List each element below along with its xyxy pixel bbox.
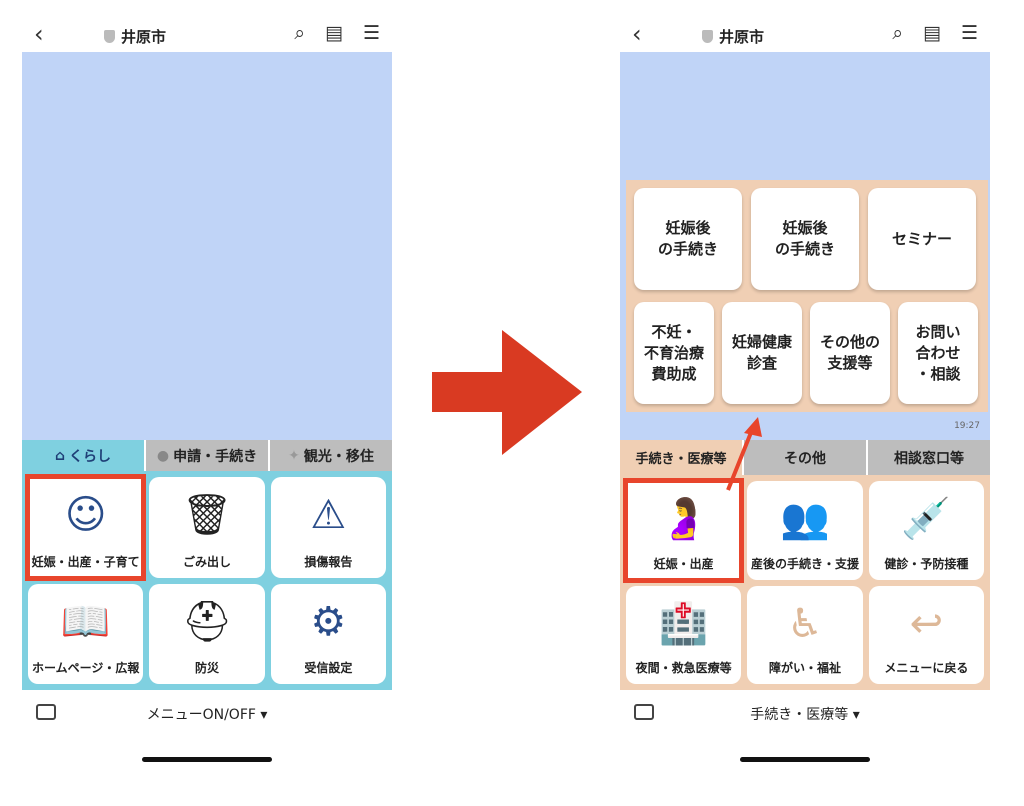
chat-area [22, 52, 392, 440]
menu-icon[interactable]: ☰ [960, 22, 978, 44]
menu-label: 健診・予防接種 [884, 556, 969, 571]
baby-icon: ☺ [64, 492, 107, 538]
rich-menu-tabs: ⌂くらし ●申請・手続き ✦観光・移住 [22, 440, 392, 471]
counter-icon: 👥 [780, 496, 830, 542]
menu-label: 障がい・福祉 [768, 661, 841, 675]
search-icon[interactable]: ⌕ [892, 22, 903, 44]
menu-homepage[interactable]: 📖 ホームページ・広報 [28, 583, 144, 684]
card-button[interactable]: 妊娠後 の手続き [634, 188, 742, 290]
pregnant-icon: 🤰 [658, 496, 709, 542]
wheelchair-icon: ♿ [787, 600, 823, 647]
phone-right: ‹ 井原市 ⌕ ▤ ☰ 妊娠後 の手続き 妊娠後 の手続き セミナー 不妊・ 不育治… [620, 0, 990, 806]
menu-label: 妊娠・出産 [653, 556, 714, 571]
back-button[interactable]: ‹ [34, 20, 44, 48]
tab-label: 申請・手続き [173, 448, 258, 465]
title-text: 井原市 [719, 28, 765, 46]
pointer-arrow-icon [726, 417, 762, 491]
gear-icon: ⚙ [310, 598, 347, 645]
menu-disaster[interactable]: ⛑ 防災 [149, 583, 265, 684]
home-indicator [142, 757, 272, 762]
home-indicator [740, 757, 870, 762]
menu-pregnancy-birth[interactable]: 🤰 妊娠・出産 [622, 478, 745, 583]
menu-toggle[interactable]: 手続き・医療等 ▾ [750, 707, 860, 723]
card-button[interactable]: セミナー [868, 188, 976, 290]
timestamp: 19:27 [954, 421, 980, 431]
shield-icon [104, 30, 115, 43]
page-title: 井原市 [104, 26, 166, 47]
tab-kanko[interactable]: ✦観光・移住 [268, 440, 392, 471]
bottom-bar: 手続き・医療等 ▾ [620, 700, 990, 730]
tab-shinsei[interactable]: ●申請・手続き [144, 440, 268, 471]
helmet-icon: ⛑ [181, 598, 233, 645]
card-button[interactable]: 不妊・ 不育治療 費助成 [634, 302, 714, 404]
rich-menu-grid: ☺ 妊娠・出産・子育て 🗑 ごみ出し ⚠ 損傷報告 📖 ホームページ・広報 ⛑ 防災 ⚙ 受… [22, 471, 392, 690]
trash-icon: 🗑 [181, 492, 233, 538]
tab-procedures[interactable]: 手続き・医療等 [620, 440, 742, 475]
injection-icon: 💉 [901, 496, 952, 542]
brochure-icon: 📖 [60, 598, 111, 645]
menu-checkup[interactable]: 💉 健診・予防接種 [868, 481, 984, 580]
card-button[interactable]: お問い 合わせ ・相談 [898, 302, 978, 404]
keyboard-icon[interactable] [634, 704, 654, 720]
house-icon: ⌂ [54, 447, 66, 464]
phone-left: ‹ 井原市 ⌕ ▤ ☰ ⌂くらし ●申請・手続き ✦観光・移住 ☺ 妊娠・出産・子育て… [22, 0, 392, 806]
menu-toggle[interactable]: メニューON/OFF ▾ [146, 707, 268, 723]
menu-settings[interactable]: ⚙ 受信設定 [270, 583, 386, 684]
header: ‹ 井原市 ⌕ ▤ ☰ [620, 20, 990, 50]
menu-label: 受信設定 [304, 661, 353, 675]
shield-icon [702, 30, 713, 43]
bottom-bar: メニューON/OFF ▾ [22, 700, 392, 730]
menu-emergency[interactable]: 🏥 夜間・救急医療等 [626, 585, 742, 684]
menu-label: 損傷報告 [304, 554, 353, 569]
hospital-icon: 🏥 [658, 600, 709, 647]
title-text: 井原市 [121, 28, 167, 46]
menu-label: 防災 [194, 661, 219, 675]
warning-megaphone-icon: ⚠ [310, 492, 347, 538]
menu-icon[interactable]: ☰ [362, 22, 380, 44]
menu-label: 産後の手続き・支援 [750, 556, 859, 571]
menu-pregnancy-childcare[interactable]: ☺ 妊娠・出産・子育て [24, 474, 147, 581]
check-icon: ● [156, 447, 170, 464]
menu-damage-report[interactable]: ⚠ 損傷報告 [270, 477, 386, 578]
menu-postnatal[interactable]: 👥 産後の手続き・支援 [747, 481, 863, 580]
tab-label: くらし [69, 448, 112, 465]
tab-kurashi[interactable]: ⌂くらし [22, 440, 144, 471]
keyboard-icon[interactable] [36, 704, 56, 720]
menu-garbage[interactable]: 🗑 ごみ出し [149, 477, 265, 578]
return-arrow-icon: ↩ [909, 600, 944, 647]
menu-back[interactable]: ↩ メニューに戻る [868, 585, 984, 684]
menu-label: メニューに戻る [884, 661, 969, 675]
rich-menu-grid: 🤰 妊娠・出産 👥 産後の手続き・支援 💉 健診・予防接種 🏥 夜間・救急医療等 ♿ 障が… [620, 475, 990, 690]
message-card: 妊娠後 の手続き 妊娠後 の手続き セミナー 不妊・ 不育治療 費助成 妊婦健康… [626, 180, 988, 412]
chat-area: 妊娠後 の手続き 妊娠後 の手続き セミナー 不妊・ 不育治療 費助成 妊婦健康… [620, 52, 990, 440]
page-title: 井原市 [702, 26, 764, 47]
menu-label: ごみ出し [182, 554, 231, 569]
rich-menu-tabs: 手続き・医療等 その他 相談窓口等 [620, 440, 990, 475]
back-button[interactable]: ‹ [632, 20, 642, 48]
menu-label: 妊娠・出産・子育て [31, 554, 140, 569]
sparkle-icon: ✦ [288, 447, 300, 464]
card-button[interactable]: 妊婦健康 診査 [722, 302, 802, 404]
header: ‹ 井原市 ⌕ ▤ ☰ [22, 20, 392, 50]
notes-icon[interactable]: ▤ [923, 22, 941, 44]
menu-label: ホームページ・広報 [31, 661, 140, 675]
search-icon[interactable]: ⌕ [294, 22, 305, 44]
notes-icon[interactable]: ▤ [325, 22, 343, 44]
menu-label: 夜間・救急医療等 [635, 661, 732, 675]
transition-arrow-icon [432, 330, 582, 455]
card-button[interactable]: その他の 支援等 [810, 302, 890, 404]
tab-consultation[interactable]: 相談窓口等 [866, 440, 990, 475]
tab-other[interactable]: その他 [742, 440, 866, 475]
menu-disability[interactable]: ♿ 障がい・福祉 [747, 585, 863, 684]
tab-label: 観光・移住 [303, 448, 374, 465]
card-button[interactable]: 妊娠後 の手続き [751, 188, 859, 290]
